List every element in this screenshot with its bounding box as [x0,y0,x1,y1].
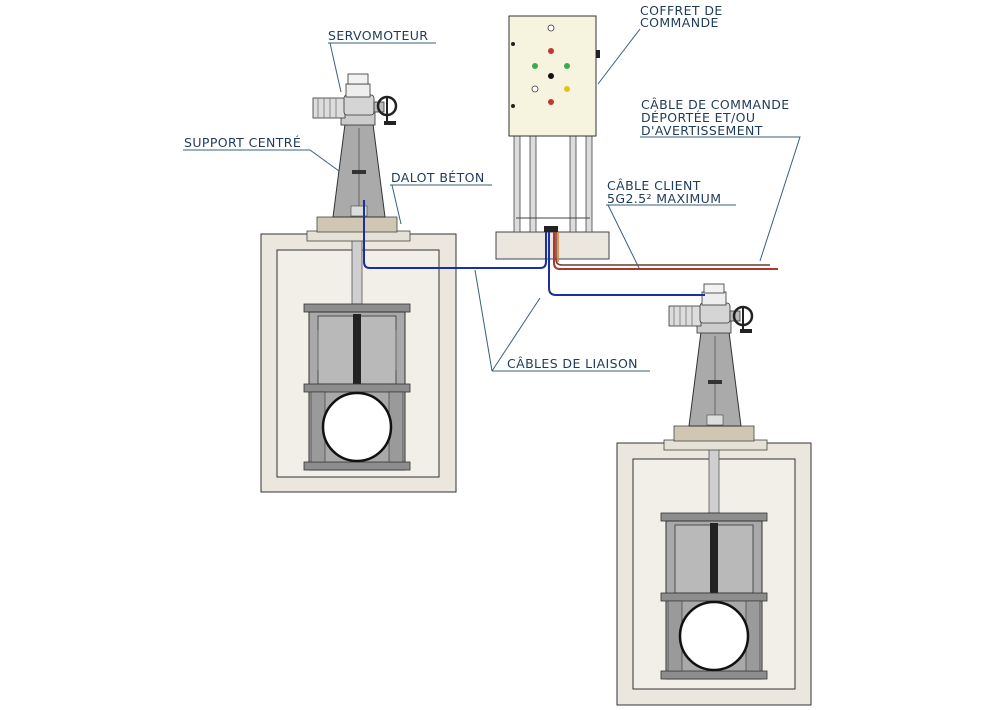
label-cable-client-line1: CÂBLE CLIENT [607,178,701,193]
indicator-lamp-red [548,48,554,54]
label-cable-commande-line2: DÉPORTÉE ET/OU [641,110,756,125]
indicator-lamp-white [547,24,555,32]
control-cabinet-assembly [495,15,610,260]
left-pipe-bore [321,391,393,463]
liaison-cable-right [548,232,705,296]
left-knife-gate-valve [303,303,411,471]
liaison-cable-left [363,200,547,269]
cabinet-plinth [495,231,610,260]
control-cabinet-box [508,15,597,137]
indicator-lamp-black [548,73,554,79]
label-coffret-line1: COFFRET DE [640,3,723,18]
cables [363,200,778,296]
label-servomoteur: SERVOMOTEUR [328,28,429,43]
label-cables-liaison: CÂBLES DE LIAISON [507,356,638,371]
label-dalot-beton: DALOT BÉTON [391,170,485,185]
right-valve-assembly [616,283,812,706]
label-coffret-line2: COMMANDE [640,15,719,30]
label-cable-commande-line1: CÂBLE DE COMMANDE [641,97,790,112]
client-cable [553,232,778,270]
indicator-lamp-green [564,63,570,69]
label-cable-client-line2: 5G2.5² MAXIMUM [607,191,722,206]
right-valve-stem [708,440,720,514]
label-support-centre: SUPPORT CENTRÉ [184,135,302,150]
remote-command-cable [555,232,770,266]
left-valve-assembly [260,73,457,493]
indicator-lamp-yellow [564,86,570,92]
right-base-plate [663,439,768,451]
indicator-lamp-white [531,85,539,93]
right-servomotor [668,283,754,334]
leader-lines [183,28,801,372]
right-pipe-bore [678,600,750,672]
label-cable-commande-line3: D'AVERTISSEMENT [641,123,763,138]
indicator-lamp-green [532,63,538,69]
right-knife-gate-valve [660,512,768,680]
left-base-plate [306,230,411,242]
indicator-lamp-red [548,99,554,105]
left-servomotor [312,73,398,126]
left-valve-stem [351,231,363,305]
